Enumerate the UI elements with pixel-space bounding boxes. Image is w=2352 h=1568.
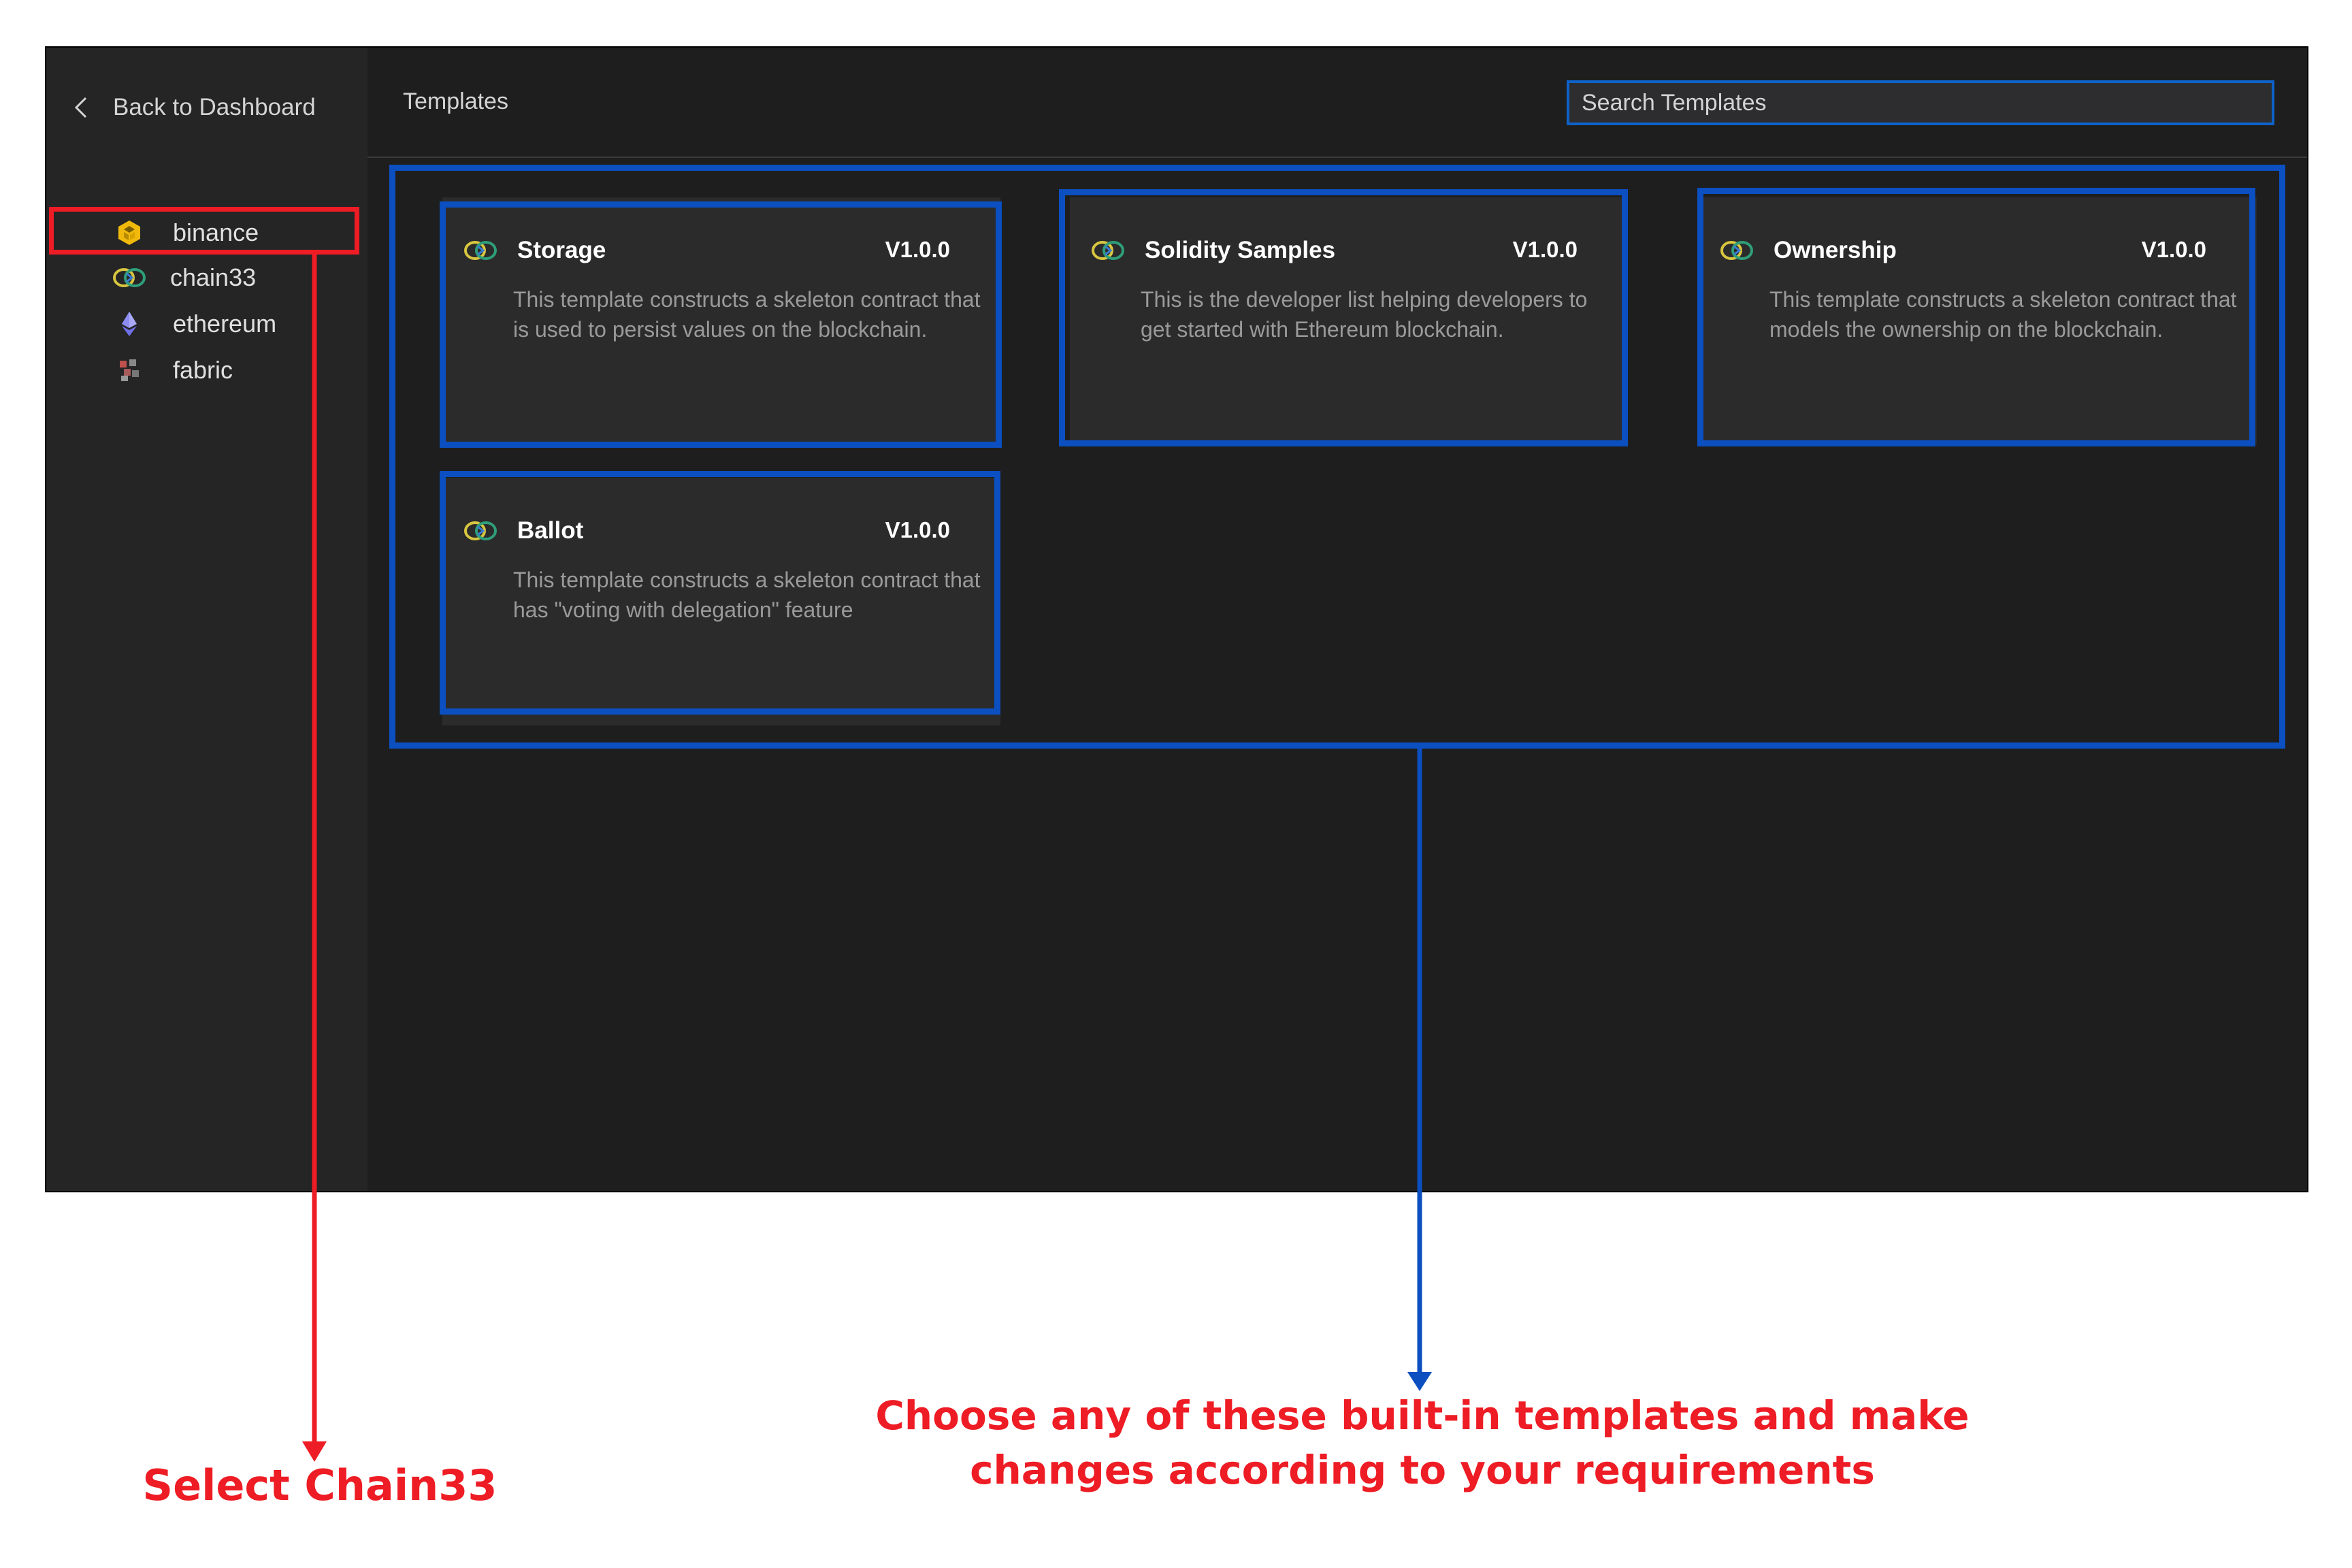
template-title: Ballot: [517, 517, 584, 544]
template-description: This template constructs a skeleton cont…: [513, 287, 981, 342]
search-input[interactable]: [1567, 80, 2274, 125]
template-card-solidity-samples[interactable]: Solidity Samples V1.0.0 This is the deve…: [1070, 197, 1628, 445]
select-chain33-caption: Select Chain33: [142, 1460, 497, 1510]
template-title: Storage: [517, 237, 606, 263]
sidebar-item-binance[interactable]: binance: [114, 212, 259, 253]
templates-highlight-box: [389, 165, 2285, 749]
template-description: This is the developer list helping devel…: [1141, 287, 1588, 342]
fabric-icon: [120, 359, 139, 381]
red-arrow-head: [302, 1441, 327, 1462]
chain33-icon: [464, 521, 497, 540]
blue-arrow-head: [1407, 1372, 1432, 1391]
template-description: This template constructs a skeleton cont…: [1769, 287, 2237, 342]
sidebar-item-ethereum[interactable]: ethereum: [114, 304, 276, 344]
main-panel: Templates Storage V1.0.0 This template c…: [368, 48, 2307, 1191]
templates-caption-line1: Choose any of these built-in templates a…: [875, 1392, 1970, 1439]
page-title: Templates: [403, 88, 508, 114]
sidebar-item-label: binance: [173, 218, 259, 246]
card-highlight-ownership: [1697, 188, 2255, 446]
card-highlight-storage: [440, 201, 1002, 448]
top-bar: Templates: [368, 48, 2307, 158]
sidebar-item-label: chain33: [170, 263, 257, 291]
back-label: Back to Dashboard: [113, 94, 316, 120]
card-highlight-solidity-samples: [1059, 189, 1628, 446]
template-card-ballot[interactable]: Ballot V1.0.0 This template constructs a…: [442, 478, 1000, 725]
sidebar-item-label: ethereum: [173, 310, 277, 338]
templates-caption: Choose any of these built-in templates a…: [871, 1388, 1974, 1497]
sidebar-item-label: fabric: [173, 356, 233, 384]
templates-caption-line2: changes according to your requirements: [970, 1447, 1875, 1493]
template-card-ownership[interactable]: Ownership V1.0.0 This template construct…: [1699, 197, 2257, 445]
chain33-icon: [464, 241, 497, 260]
card-highlight-ballot: [440, 471, 1000, 715]
chain33-icon: [1720, 241, 1753, 260]
template-card-storage[interactable]: Storage V1.0.0 This template constructs …: [442, 197, 1000, 445]
template-description: This template constructs a skeleton cont…: [513, 568, 981, 622]
template-title: Solidity Samples: [1145, 237, 1336, 263]
chevron-left-icon: [74, 97, 87, 118]
chain33-highlight-box: [49, 207, 359, 255]
sidebar-item-fabric[interactable]: fabric: [114, 350, 233, 391]
template-version: V1.0.0: [1512, 237, 1578, 262]
template-version: V1.0.0: [885, 517, 950, 542]
back-to-dashboard-link[interactable]: Back to Dashboard: [68, 87, 316, 128]
app-window: Back to Dashboard binance chain33: [45, 46, 2308, 1192]
ethereum-icon: [122, 312, 137, 336]
chain33-icon: [1092, 241, 1124, 260]
binance-icon: [118, 220, 140, 245]
template-version: V1.0.0: [885, 237, 950, 262]
template-title: Ownership: [1774, 237, 1897, 263]
template-version: V1.0.0: [2141, 237, 2206, 262]
sidebar-item-chain33[interactable]: chain33: [113, 257, 257, 298]
chain33-icon: [113, 268, 146, 287]
